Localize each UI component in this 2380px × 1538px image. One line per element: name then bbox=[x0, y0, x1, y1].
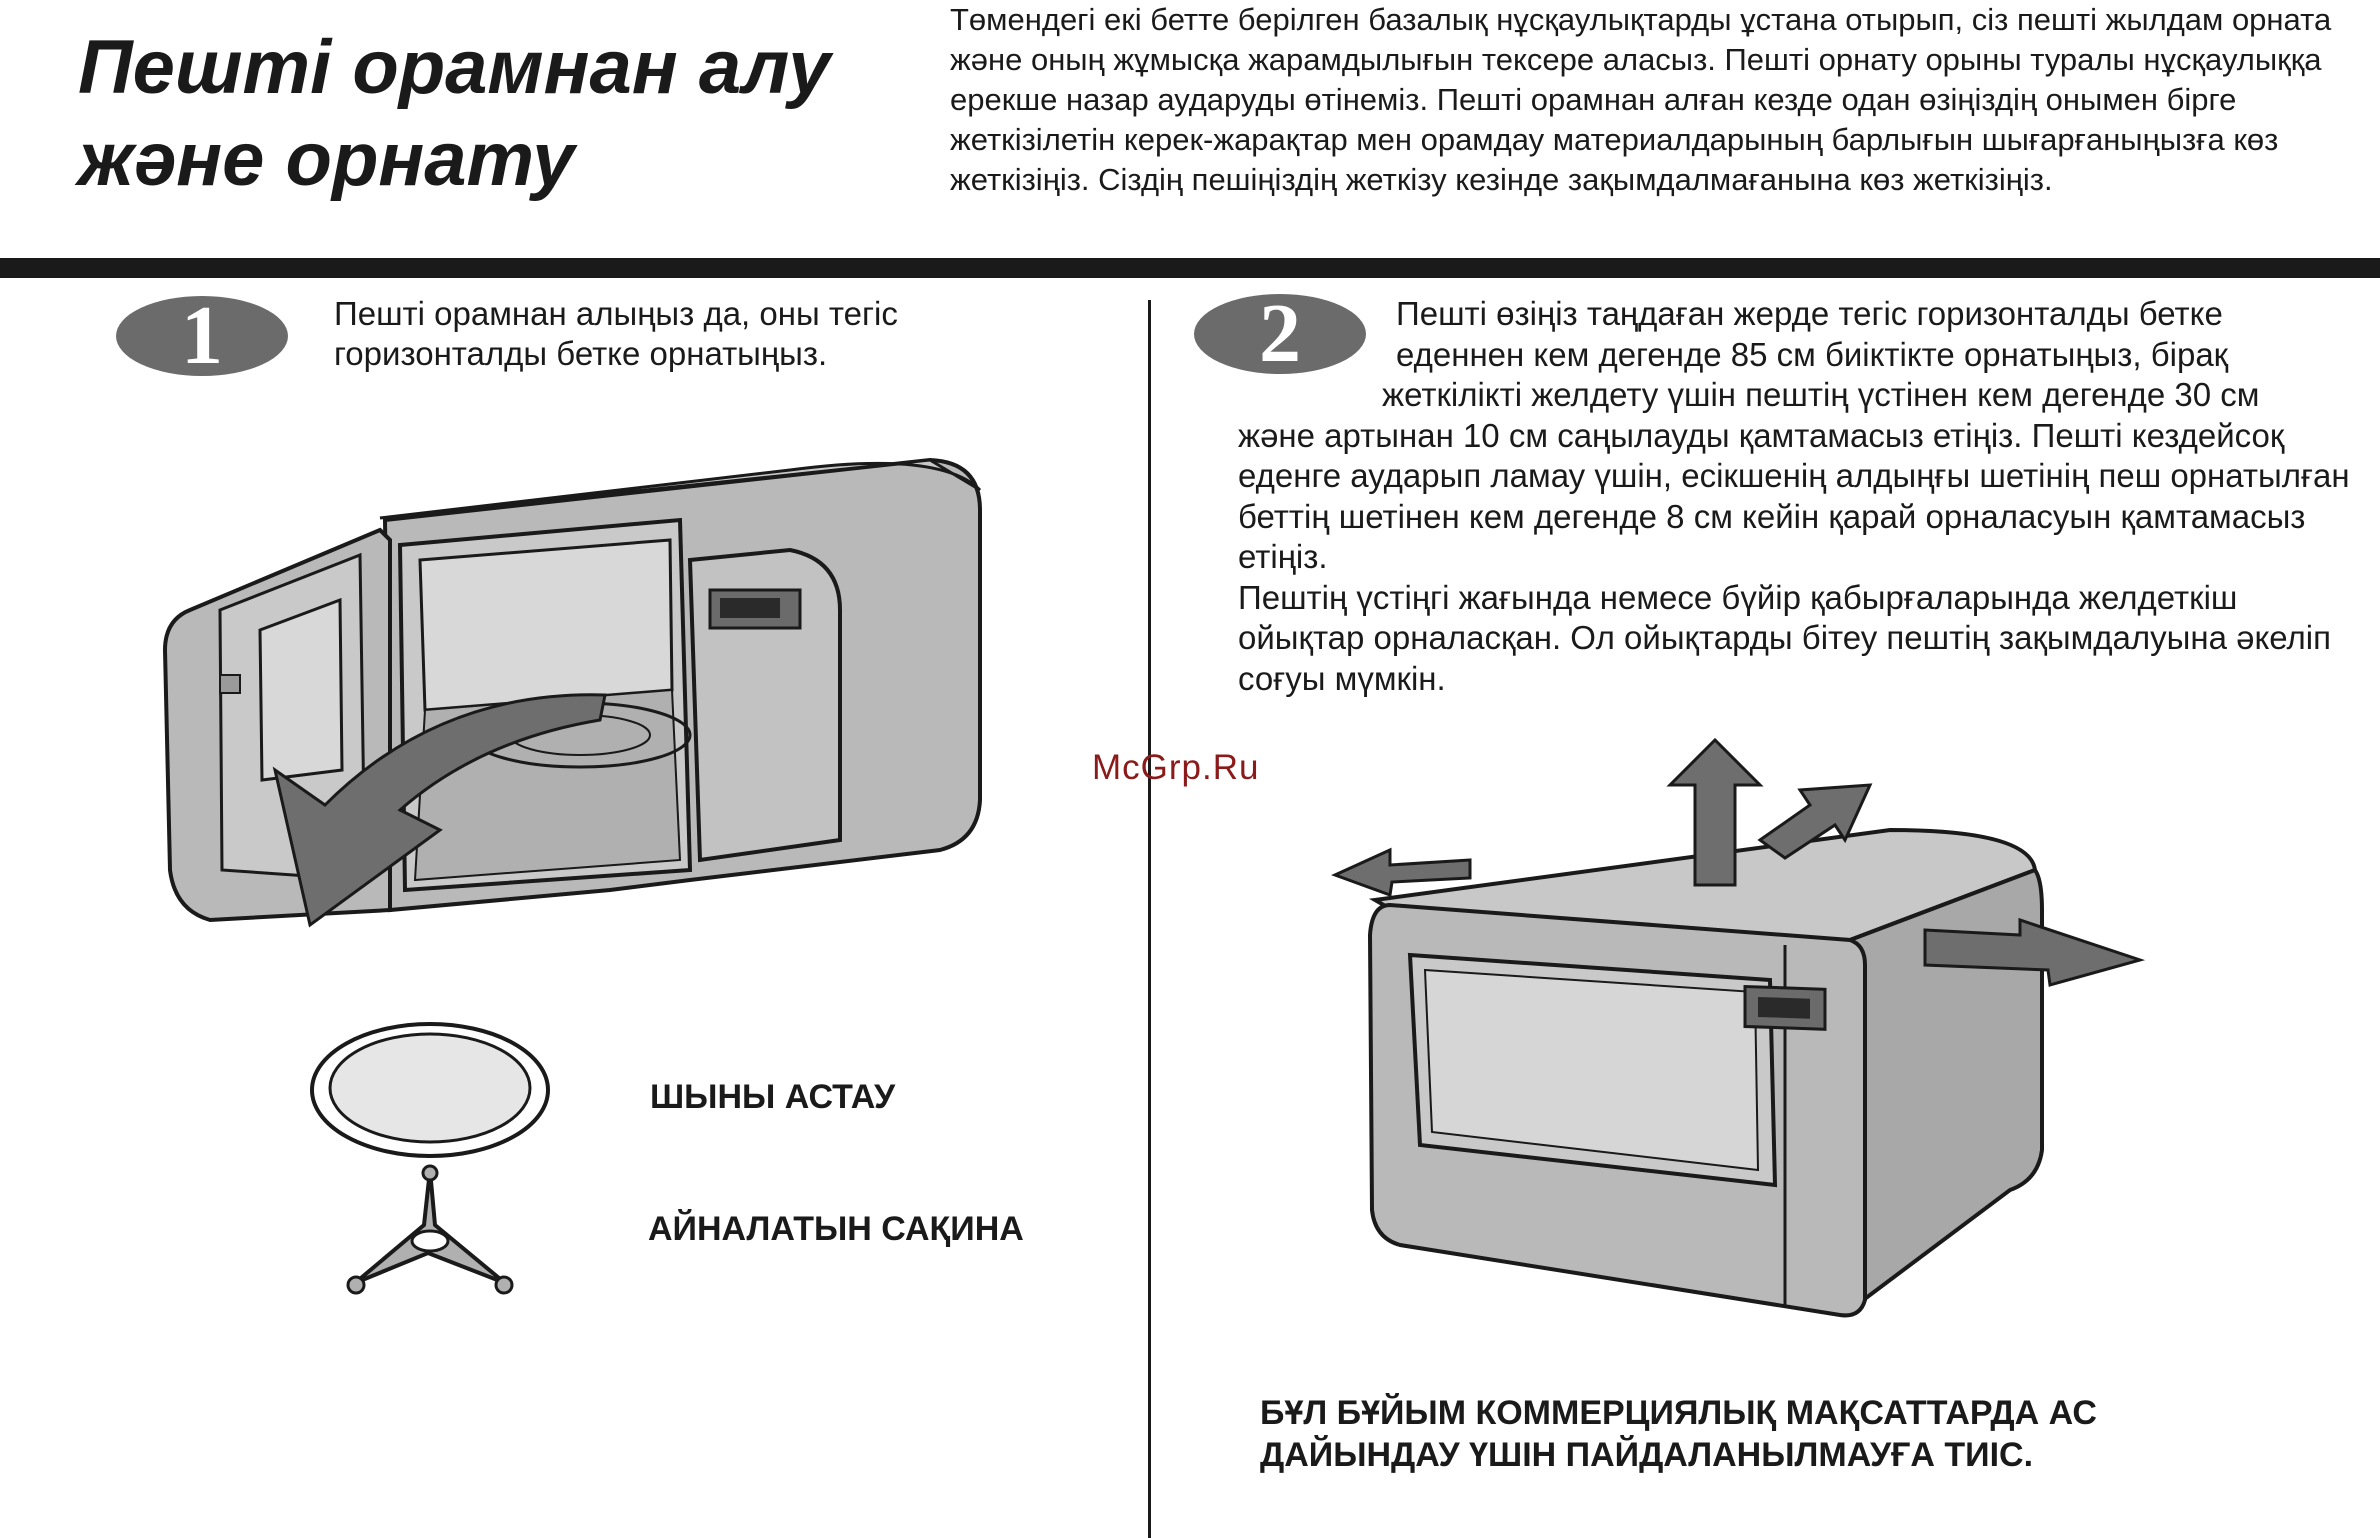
roller-ring-label: АЙНАЛАТЫН САҚИНА bbox=[648, 1210, 1024, 1248]
glass-tray-illustration bbox=[310, 1022, 550, 1158]
step-2-paragraph-1-rest: жəне артынан 10 см саңылауды қамтамасыз … bbox=[1238, 416, 2350, 576]
title-line-2: жəне орнату bbox=[78, 117, 575, 202]
watermark-text: McGrp.Ru bbox=[1092, 748, 1260, 787]
warning-line-2: ДАЙЫНДАУ ҮШІН ПАЙДАЛАНЫЛМАУҒА ТИІС. bbox=[1260, 1436, 2034, 1474]
warning-line-1: БҰЛ БҰЙЫМ КОММЕРЦИЯЛЫҚ МАҚСАТТАРДА АС bbox=[1260, 1394, 2097, 1432]
page-title: Пешті орамнан алу жəне орнату bbox=[78, 22, 918, 206]
step-2-paragraph-2: Пештің үстіңгі жағында немесе бүйір қабы… bbox=[1238, 578, 2331, 697]
header-divider bbox=[0, 258, 2380, 278]
roller-ring-illustration bbox=[346, 1164, 514, 1295]
step-2-line-2: еденнен кем дегенде 85 см биіктікте орна… bbox=[1396, 335, 2229, 373]
step-1-text: Пешті орамнан алыңыз да, оны тегіс гориз… bbox=[334, 295, 898, 372]
installed-microwave-illustration bbox=[1331, 737, 2146, 1318]
title-line-1: Пешті орамнан алу bbox=[78, 25, 831, 110]
step-2-badge: 2 bbox=[1194, 292, 1366, 376]
step-2-line-1: Пешті өзіңіз таңдаған жерде тегіс горизо… bbox=[1396, 295, 2223, 332]
column-divider bbox=[1148, 300, 1151, 1538]
intro-paragraph: Төмендегі екі бетте берілген базалық нұс… bbox=[950, 2, 2332, 197]
glass-tray-label: ШЫНЫ АСТАУ bbox=[650, 1078, 896, 1116]
commercial-use-warning: БҰЛ БҰЙЫМ КОММЕРЦИЯЛЫҚ МАҚСАТТАРДА АС ДА… bbox=[1260, 1392, 2360, 1476]
step-2-text: Пешті өзіңіз таңдаған жерде тегіс горизо… bbox=[1238, 294, 2360, 699]
step-2-line-3: жеткілікті желдету үшін пештің үстінен к… bbox=[1382, 376, 2260, 413]
step-1-badge: 1 bbox=[116, 294, 288, 378]
open-microwave-illustration bbox=[162, 457, 982, 928]
